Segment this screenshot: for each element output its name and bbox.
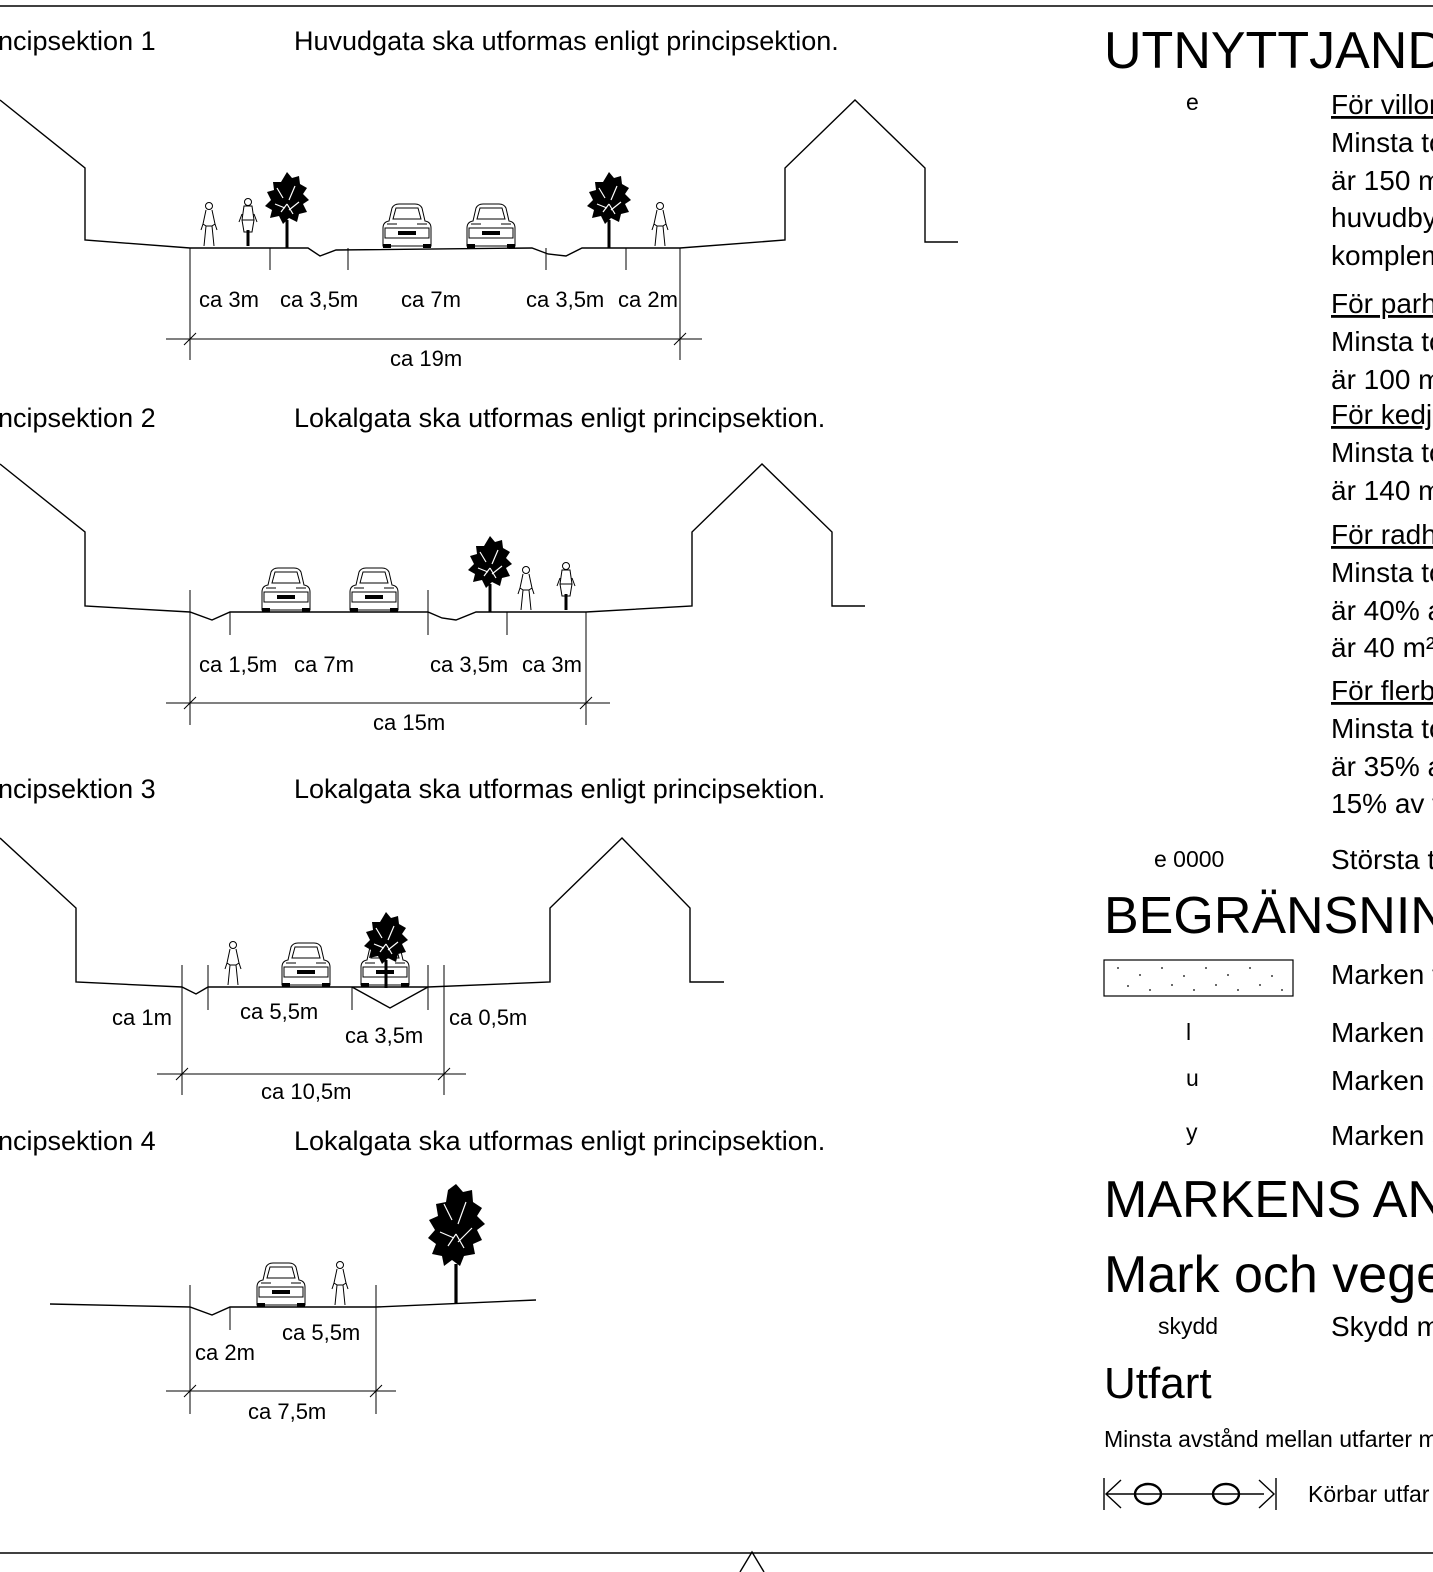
section-3-total: ca 10,5m bbox=[261, 1079, 352, 1104]
section-3: ncipsektion 3 Lokalgata ska utformas enl… bbox=[0, 774, 825, 1104]
legend-parh-heading: För parh bbox=[1331, 288, 1433, 319]
legend-villor-line-4: komplem bbox=[1331, 240, 1433, 271]
legend-mark-vegetation-title: Mark och vege bbox=[1104, 1246, 1433, 1304]
legend-utfart-text: Minsta avstånd mellan utfarter m bbox=[1104, 1426, 1433, 1452]
section-2-profile bbox=[0, 463, 865, 621]
legend-villor-line-2: är 150 m bbox=[1331, 165, 1433, 196]
legend-marken-f: Marken f bbox=[1331, 959, 1433, 990]
section-2-dim-4: ca 3m bbox=[522, 652, 582, 677]
section-4-dimensions: ca 2m ca 5,5m ca 7,5m bbox=[166, 1285, 396, 1424]
legend-villor-line-1: Minsta to bbox=[1331, 127, 1433, 158]
legend-skydd-code: skydd bbox=[1158, 1313, 1218, 1339]
section-4-dim-1: ca 2m bbox=[195, 1340, 255, 1365]
legend-korbar-utfart: Körbar utfar bbox=[1308, 1481, 1430, 1507]
legend-utfart-title: Utfart bbox=[1104, 1359, 1212, 1408]
legend-kedje-line-1: Minsta to bbox=[1331, 437, 1433, 468]
section-3-dim-4: ca 0,5m bbox=[449, 1005, 527, 1030]
legend-radh-heading: För radh bbox=[1331, 519, 1433, 550]
section-1-dim-3: ca 7m bbox=[401, 287, 461, 312]
section-1-description: Huvudgata ska utformas enligt principsek… bbox=[294, 26, 839, 56]
legend-e-code: e bbox=[1186, 89, 1199, 115]
section-2-dim-3: ca 3,5m bbox=[430, 652, 508, 677]
legend-villor-line-3: huvudby bbox=[1331, 202, 1433, 233]
legend-kedje-line-2: är 140 m bbox=[1331, 475, 1433, 506]
car-icon bbox=[261, 567, 311, 613]
legend-flerb-line-1: Minsta to bbox=[1331, 713, 1433, 744]
legend-marken-s-2: Marken s bbox=[1331, 1065, 1433, 1096]
pedestrian-icon bbox=[224, 941, 242, 986]
legend-e0000-code: e 0000 bbox=[1154, 846, 1224, 872]
legend-e0000-text: Största t bbox=[1331, 844, 1433, 875]
section-4-description: Lokalgata ska utformas enligt principsek… bbox=[294, 1126, 825, 1156]
car-icon bbox=[256, 1262, 306, 1308]
legend-radh-line-2: är 40% a bbox=[1331, 595, 1433, 626]
legend-flerb-line-3: 15% av t bbox=[1331, 788, 1433, 819]
section-1-dim-5: ca 2m bbox=[618, 287, 678, 312]
section-3-dim-2: ca 5,5m bbox=[240, 999, 318, 1024]
legend-kedje-heading: För kedje bbox=[1331, 399, 1433, 430]
section-3-title: ncipsektion 3 bbox=[0, 774, 156, 804]
section-1: ncipsektion 1 Huvudgata ska utformas enl… bbox=[0, 26, 958, 371]
legend-villor-heading: För villor bbox=[1331, 89, 1433, 120]
tree-icon bbox=[427, 1183, 486, 1305]
legend-panel: UTNYTTJAND e För villor Minsta to är 150… bbox=[1103, 22, 1433, 1510]
section-1-profile bbox=[0, 99, 958, 257]
legend-parh-line-2: är 100 m bbox=[1331, 364, 1433, 395]
tree-icon bbox=[467, 535, 513, 613]
legend-utnyttjande-title: UTNYTTJAND bbox=[1104, 22, 1433, 80]
section-1-total: ca 19m bbox=[390, 346, 462, 371]
section-3-dimensions: ca 1m ca 5,5m ca 3,5m ca 0,5m ca 10,5m bbox=[112, 965, 527, 1104]
section-2: ncipsektion 2 Lokalgata ska utformas enl… bbox=[0, 403, 865, 735]
legend-marken-s-1: Marken s bbox=[1331, 1017, 1433, 1048]
section-2-description: Lokalgata ska utformas enligt principsek… bbox=[294, 403, 825, 433]
section-4-title: ncipsektion 4 bbox=[0, 1126, 156, 1156]
legend-radh-line-3: är 40 m² bbox=[1331, 632, 1433, 663]
legend-y-code: y bbox=[1186, 1119, 1198, 1145]
section-3-dim-1: ca 1m bbox=[112, 1005, 172, 1030]
cyclist-icon bbox=[556, 562, 576, 611]
tree-icon bbox=[264, 171, 310, 249]
legend-parh-line-1: Minsta to bbox=[1331, 326, 1433, 357]
legend-flerb-heading: För flerbo bbox=[1331, 675, 1433, 706]
car-icon bbox=[281, 942, 331, 988]
legend-radh-line-1: Minsta to bbox=[1331, 557, 1433, 588]
pedestrian-icon bbox=[651, 202, 669, 247]
section-1-dim-1: ca 3m bbox=[199, 287, 259, 312]
dotted-area-symbol bbox=[1103, 959, 1294, 997]
legend-u-code: u bbox=[1186, 1065, 1199, 1091]
car-icon bbox=[466, 203, 516, 249]
legend-flerb-line-2: är 35% a bbox=[1331, 751, 1433, 782]
car-icon bbox=[349, 567, 399, 613]
pedestrian-icon bbox=[200, 202, 218, 247]
section-2-dim-2: ca 7m bbox=[294, 652, 354, 677]
section-2-dimensions: ca 1,5m ca 7m ca 3,5m ca 3m ca 15m bbox=[166, 590, 610, 735]
section-4-profile bbox=[49, 1183, 537, 1316]
cyclist-icon bbox=[238, 198, 258, 247]
pedestrian-icon bbox=[331, 1261, 349, 1306]
section-4-total: ca 7,5m bbox=[248, 1399, 326, 1424]
tree-icon bbox=[586, 171, 632, 249]
north-arrow-tip bbox=[739, 1550, 765, 1572]
legend-markens-title: MARKENS AN bbox=[1104, 1171, 1433, 1229]
section-4: ncipsektion 4 Lokalgata ska utformas enl… bbox=[0, 1126, 825, 1424]
section-2-total: ca 15m bbox=[373, 710, 445, 735]
section-1-dim-2: ca 3,5m bbox=[280, 287, 358, 312]
pedestrian-icon bbox=[517, 566, 535, 611]
section-1-dim-4: ca 3,5m bbox=[526, 287, 604, 312]
korbar-utfart-symbol bbox=[1103, 1478, 1277, 1510]
section-1-dimensions: ca 3m ca 3,5m ca 7m ca 3,5m ca 2m ca 19m bbox=[166, 248, 702, 371]
section-4-dim-2: ca 5,5m bbox=[282, 1320, 360, 1345]
section-2-dim-1: ca 1,5m bbox=[199, 652, 277, 677]
legend-marken-s-3: Marken s bbox=[1331, 1120, 1433, 1151]
section-1-title: ncipsektion 1 bbox=[0, 26, 156, 56]
car-icon bbox=[382, 203, 432, 249]
section-2-title: ncipsektion 2 bbox=[0, 403, 156, 433]
legend-skydd-text: Skydd m bbox=[1331, 1311, 1433, 1342]
section-3-profile bbox=[0, 837, 724, 1009]
legend-l-code: l bbox=[1186, 1019, 1191, 1045]
legend-begransning-title: BEGRÄNSNIN bbox=[1104, 887, 1433, 945]
section-3-dim-3: ca 3,5m bbox=[345, 1023, 423, 1048]
section-3-description: Lokalgata ska utformas enligt principsek… bbox=[294, 774, 825, 804]
